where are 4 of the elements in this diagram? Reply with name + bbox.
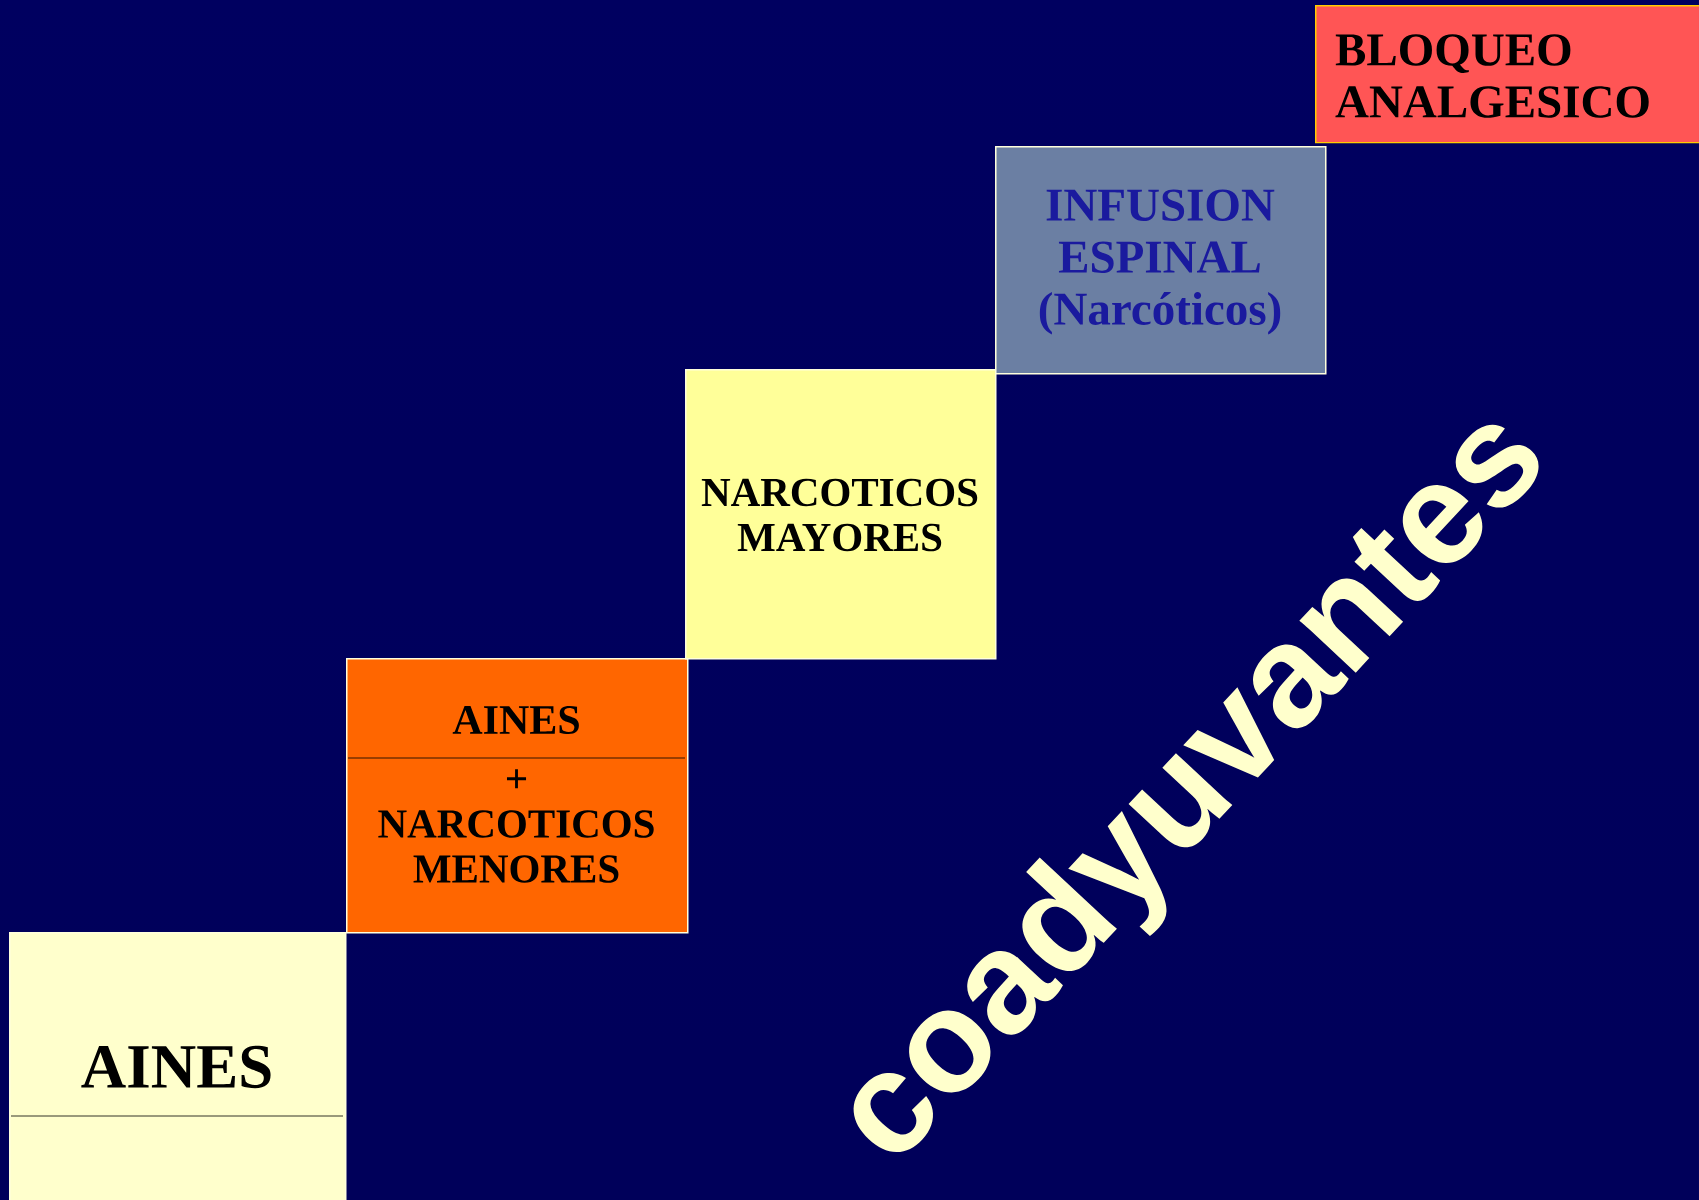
- step-box: AINES: [9, 932, 347, 1200]
- step-box: BLOQUEO ANALGESICO: [1315, 5, 1699, 144]
- step-box: INFUSION ESPINAL (Narcóticos): [995, 146, 1327, 375]
- step-box: AINES + NARCOTICOS MENORES: [346, 658, 689, 934]
